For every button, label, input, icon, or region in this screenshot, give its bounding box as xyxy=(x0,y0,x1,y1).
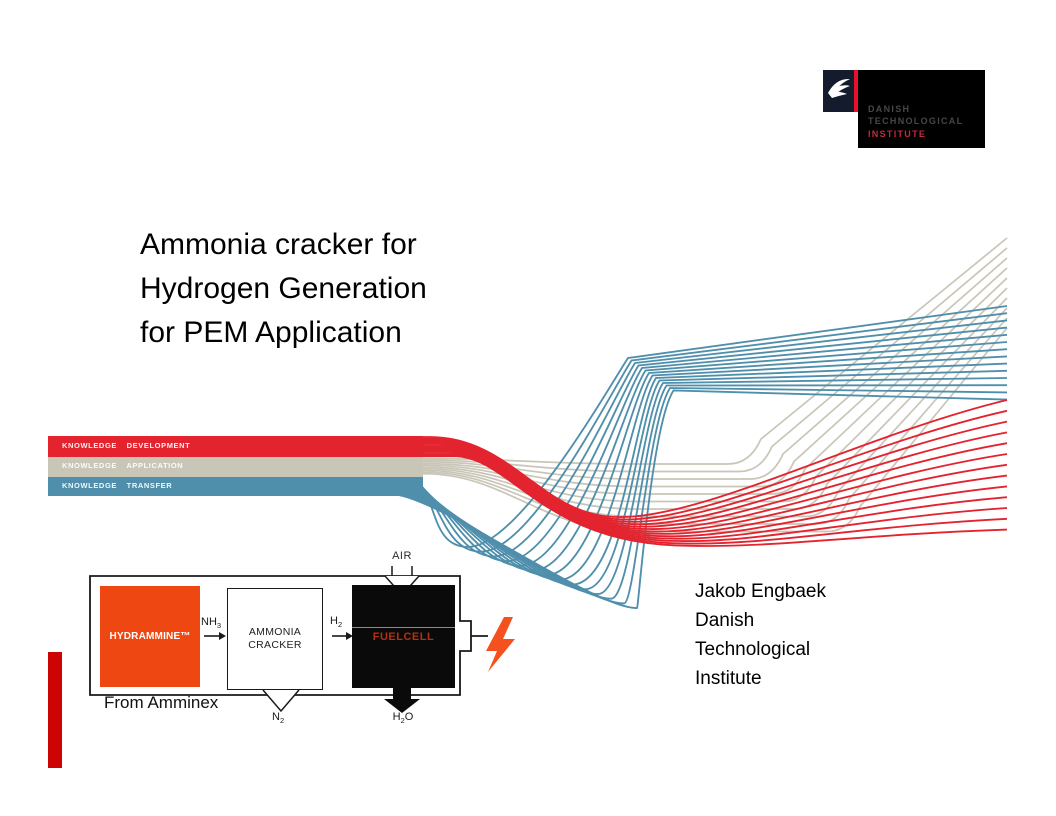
band-label-knowledge-development: KNOWLEDGE DEVELOPMENT xyxy=(62,441,191,450)
accent-bar xyxy=(48,652,62,768)
logo-text-technological: TECHNOLOGICAL xyxy=(868,116,964,126)
fuelcell-divider xyxy=(352,627,455,628)
band-label-knowledge-transfer: KNOWLEDGE TRANSFER xyxy=(62,481,173,490)
author-org-line-2: Technological xyxy=(695,639,811,660)
band-application xyxy=(48,457,423,477)
bird-icon xyxy=(828,78,850,98)
author-org-line-1: Danish xyxy=(695,610,755,631)
source-caption: From Amminex xyxy=(104,693,219,712)
band-transfer xyxy=(48,477,423,496)
title-line-1: Ammonia cracker for xyxy=(140,228,417,261)
author-org-line-3: Institute xyxy=(695,668,762,689)
fuelcell-label: FUELCELL xyxy=(372,631,435,643)
title-line-3: for PEM Application xyxy=(140,316,402,349)
h2o-outlet-arrow xyxy=(384,688,420,713)
author-block: Jakob Engbaek Danish Technological Insti… xyxy=(695,577,826,693)
fuelcell-box xyxy=(352,585,455,688)
band-development xyxy=(48,436,423,457)
cracker-label: AMMONIA CRACKER xyxy=(248,626,302,651)
hydrammine-box: HYDRAMMINE™ xyxy=(100,586,200,687)
title-line-2: Hydrogen Generation xyxy=(140,272,427,305)
logo-text-danish: DANISH xyxy=(868,104,911,114)
lightning-bolt-icon xyxy=(486,617,515,672)
nh3-arrow xyxy=(204,632,226,640)
enclosure-outline xyxy=(89,575,472,696)
logo-panel: DANISH TECHNOLOGICAL INSTITUTE xyxy=(858,70,985,148)
author-name: Jakob Engbaek xyxy=(695,581,826,602)
band-label-knowledge-application: KNOWLEDGE APPLICATION xyxy=(62,461,184,470)
n2-label: N2 xyxy=(272,711,285,725)
slide-title: Ammonia cracker for Hydrogen Generation … xyxy=(140,223,427,355)
ammonia-cracker-box: AMMONIA CRACKER xyxy=(227,588,323,690)
air-label: AIR xyxy=(392,550,412,562)
h2-label: H2 xyxy=(330,615,343,629)
h2o-label: H2O xyxy=(392,711,414,725)
hydrammine-label: HYDRAMMINE™ xyxy=(109,631,191,642)
nh3-label: NH3 xyxy=(201,616,222,630)
logo-text-institute: INSTITUTE xyxy=(868,129,927,139)
logo-bird-tile xyxy=(823,70,854,112)
h2-arrow xyxy=(332,632,353,640)
logo-red-stripe xyxy=(854,70,858,112)
n2-outlet-funnel xyxy=(262,689,300,713)
